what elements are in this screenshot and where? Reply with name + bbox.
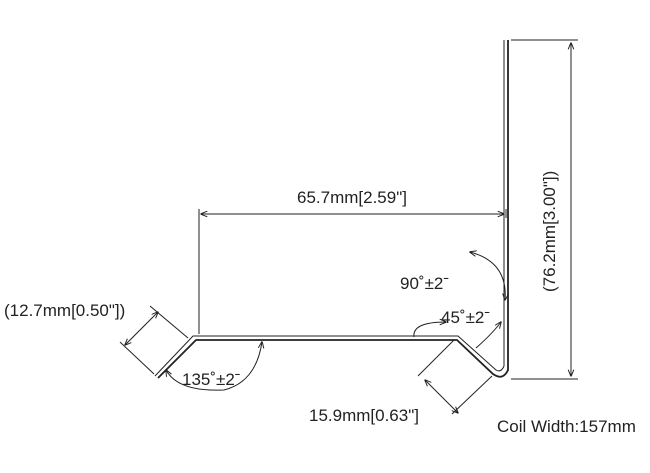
label-vertical-height: (76.2mm[3.00"]) bbox=[540, 171, 559, 292]
angle-arc-bend-right-b bbox=[475, 322, 501, 349]
extension-line-bottom-flange-a bbox=[417, 339, 455, 377]
dimension-line-left-flange bbox=[125, 312, 158, 345]
label-left-flange: (12.7mm[0.50"]) bbox=[4, 301, 125, 320]
label-bottom-flange: 15.9mm[0.63"] bbox=[309, 406, 419, 425]
extension-line-left-flange-a bbox=[149, 305, 189, 339]
extension-line-bottom-flange-b bbox=[451, 375, 493, 415]
label-coil-width: Coil Width:157mm bbox=[497, 417, 636, 436]
extension-line-left-flange-b bbox=[119, 341, 155, 375]
label-angle-bend-left: 135˚±2ˉ bbox=[182, 370, 240, 389]
label-angle-bend-right: 45˚±2ˉ bbox=[441, 308, 490, 327]
angle-arc-corner bbox=[470, 252, 505, 300]
label-angle-corner: 90˚±2ˉ bbox=[400, 274, 449, 293]
label-top-length: 65.7mm[2.59"] bbox=[297, 188, 407, 207]
profile-inner-outline bbox=[154, 40, 505, 377]
angle-arc-bend-left bbox=[166, 342, 262, 391]
angle-arc-bend-right bbox=[413, 322, 446, 338]
dimension-line-bottom-flange bbox=[425, 380, 458, 413]
profile-outline bbox=[157, 40, 509, 379]
